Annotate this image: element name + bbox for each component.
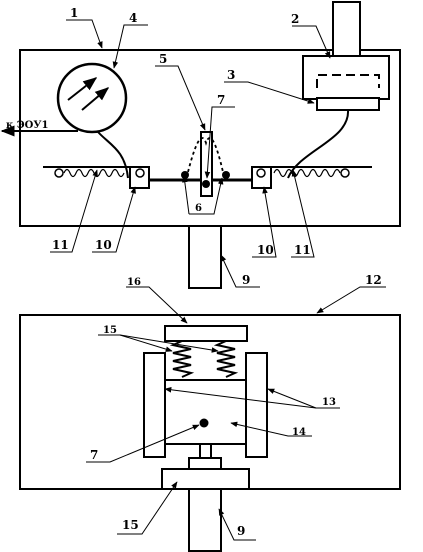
right-spring [273, 168, 341, 178]
center-axle [199, 418, 209, 428]
right-coil-spring [213, 340, 239, 378]
gauge-needle-1 [67, 77, 98, 101]
gauge-dial [56, 62, 128, 134]
label-15-top: 15 [103, 325, 117, 336]
top-leaders [50, 19, 331, 288]
bottom-leaders [86, 286, 386, 541]
label-11-left: 11 [52, 238, 69, 252]
label-14: 14 [292, 427, 306, 438]
label-15-bottom: 15 [122, 518, 139, 532]
right-column [245, 352, 268, 458]
pivot-right [222, 171, 230, 179]
label-10-left: 10 [95, 238, 112, 252]
label-11-right: 11 [294, 243, 311, 257]
bottom-plate [161, 468, 250, 490]
right-pin-outer [340, 168, 350, 178]
label-1: 1 [70, 6, 78, 20]
top-assembly: к ЭОУ1 [0, 1, 401, 289]
label-5: 5 [159, 52, 167, 66]
gauge-needle-2 [81, 87, 110, 111]
left-column [143, 352, 166, 458]
left-coil-spring [169, 340, 195, 378]
bottom-shaft [188, 488, 222, 552]
collar [188, 457, 222, 470]
dashed-arc [187, 137, 224, 173]
left-pin-outer [54, 168, 64, 178]
sensor-base [316, 97, 380, 111]
label-9-bottom: 9 [237, 524, 245, 538]
output-label: к ЭОУ1 [6, 120, 48, 131]
sensor-body [302, 55, 390, 100]
top-shaft [188, 225, 222, 289]
gauge-cable [97, 131, 129, 179]
right-pin-inner [256, 168, 266, 178]
label-12: 12 [365, 273, 382, 287]
label-9-top: 9 [242, 273, 250, 287]
center-post [200, 131, 213, 197]
pivot-left [181, 171, 189, 179]
pivot-center [202, 180, 210, 188]
label-10-right: 10 [257, 243, 274, 257]
label-7-bottom: 7 [90, 448, 98, 462]
label-13: 13 [322, 397, 336, 408]
label-3: 3 [227, 68, 235, 82]
sensor-stem [332, 1, 361, 59]
label-7-top: 7 [217, 93, 225, 107]
bottom-assembly: 16 12 15 13 14 7 15 9 [19, 273, 401, 552]
top-plate [164, 325, 248, 342]
label-4: 4 [129, 11, 137, 25]
label-6: 6 [195, 203, 202, 214]
label-2: 2 [291, 12, 299, 26]
label-16: 16 [127, 277, 141, 288]
left-pin-inner [135, 168, 145, 178]
stem [199, 443, 212, 460]
sensor-inner-dashed [316, 74, 380, 88]
